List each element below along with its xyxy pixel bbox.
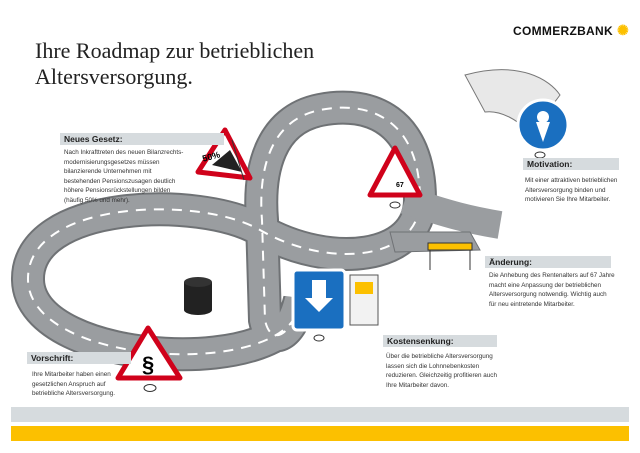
sign-ice-cream <box>516 98 570 159</box>
text-aenderung: Die Anhebung des Rentenalters auf 67 Jah… <box>489 272 615 308</box>
heading-vorschrift: Vorschrift: <box>27 352 131 364</box>
fuel-pump <box>349 274 379 326</box>
title-line-2: Altersversorgung. <box>35 64 193 89</box>
commerzbank-logo: COMMERZBANK✺ <box>513 22 629 39</box>
tire-stack <box>184 277 212 315</box>
title-line-1: Ihre Roadmap zur betrieblichen <box>35 38 315 63</box>
text-neues-gesetz: Nach Inkrafttreten des neuen Bilanzrecht… <box>64 149 184 204</box>
sign-50-percent: 50% <box>195 127 253 181</box>
heading-motivation: Motivation: <box>523 158 619 170</box>
logo-icon: ✺ <box>616 22 629 38</box>
svg-text:67: 67 <box>396 182 404 189</box>
sign-paragraph: § <box>115 325 183 392</box>
heading-neues-gesetz: Neues Gesetz: <box>60 133 224 145</box>
heading-kostensenkung: Kostensenkung: <box>383 335 497 347</box>
sign-age-67: 67 <box>367 145 423 209</box>
svg-text:50%: 50% <box>201 149 221 163</box>
footer-yellow-bar <box>11 426 629 441</box>
heading-aenderung: Änderung: <box>485 256 611 268</box>
footer-gray-bar <box>11 407 629 422</box>
barrier <box>427 242 473 270</box>
logo-text: COMMERZBANK <box>513 23 613 38</box>
sign-down-arrow <box>291 268 347 342</box>
svg-text:§: § <box>142 352 154 377</box>
